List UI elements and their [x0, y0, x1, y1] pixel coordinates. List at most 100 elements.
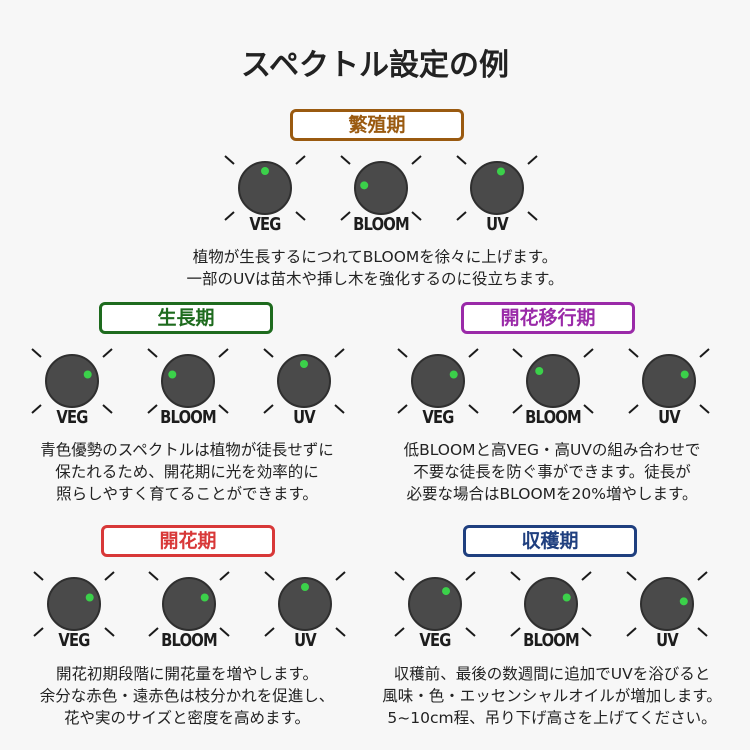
- knob-body: [524, 577, 578, 631]
- knob-body: [354, 161, 408, 215]
- light-ray: [512, 404, 523, 414]
- knob-dial-icon: [263, 348, 345, 414]
- knob-veg[interactable]: VEG: [33, 571, 115, 654]
- knob-level-dot: [261, 167, 269, 175]
- knob-uv[interactable]: UV: [263, 348, 345, 431]
- knob-dial-icon: [510, 571, 592, 637]
- knob-dial-icon: [31, 348, 113, 414]
- knob-dial-icon: [264, 571, 346, 637]
- knob-bloom[interactable]: BLOOM: [510, 571, 592, 654]
- description-line: 風味・色・エッセンシャルオイルが増加します。: [382, 687, 722, 705]
- stage-description: 低BLOOMと高VEG・高UVの組み合わせで不要な徒長を防ぐ事ができます。徒長が…: [352, 439, 750, 505]
- stage-badge-harvest: 収穫期: [463, 525, 637, 557]
- knob-label: VEG: [419, 630, 451, 651]
- description-line: 花や実のサイズと密度を高めます。: [64, 709, 310, 727]
- light-ray: [411, 155, 422, 165]
- knob-label: BLOOM: [525, 407, 582, 428]
- description-line: 植物が生長するにつれてBLOOMを徐々に上げます。: [192, 248, 558, 266]
- knob-bloom[interactable]: BLOOM: [148, 571, 230, 654]
- light-ray: [33, 627, 44, 637]
- light-ray: [263, 348, 274, 358]
- knob-bloom[interactable]: BLOOM: [147, 348, 229, 431]
- knob-body: [278, 577, 332, 631]
- knob-body: [45, 354, 99, 408]
- light-ray: [219, 571, 230, 581]
- light-ray: [583, 404, 594, 414]
- light-ray: [397, 348, 408, 358]
- light-ray: [456, 155, 467, 165]
- light-ray: [218, 348, 229, 358]
- description-line: 照らしやすく育てることができます。: [56, 485, 318, 503]
- knob-label: VEG: [249, 214, 281, 235]
- knob-bloom[interactable]: BLOOM: [512, 348, 594, 431]
- light-ray: [295, 155, 306, 165]
- knob-body: [408, 577, 462, 631]
- knob-dial-icon: [397, 348, 479, 414]
- light-ray: [224, 155, 235, 165]
- description-line: 保たれるため、開花期に光を効率的に: [55, 463, 319, 481]
- light-ray: [626, 571, 637, 581]
- light-ray: [699, 348, 710, 358]
- light-ray: [581, 627, 592, 637]
- knob-body: [277, 354, 331, 408]
- light-ray: [335, 571, 346, 581]
- knob-body: [47, 577, 101, 631]
- light-ray: [33, 571, 44, 581]
- light-ray: [263, 404, 274, 414]
- light-ray: [527, 155, 538, 165]
- knob-label: BLOOM: [160, 407, 217, 428]
- stage-badge-transition: 開花移行期: [461, 302, 635, 334]
- light-ray: [626, 627, 637, 637]
- light-ray: [468, 404, 479, 414]
- description-line: 低BLOOMと高VEG・高UVの組み合わせで: [403, 441, 701, 459]
- description-line: 一部のUVは苗木や挿し木を強化するのに役立ちます。: [186, 270, 564, 288]
- light-ray: [31, 404, 42, 414]
- light-ray: [218, 404, 229, 414]
- knob-uv[interactable]: UV: [456, 155, 538, 238]
- knob-veg[interactable]: VEG: [394, 571, 476, 654]
- knob-level-dot: [300, 360, 308, 368]
- knob-level-dot: [168, 370, 177, 379]
- knob-uv[interactable]: UV: [626, 571, 708, 654]
- knob-level-dot: [301, 583, 309, 591]
- knob-body: [162, 577, 216, 631]
- knob-label: BLOOM: [523, 630, 580, 651]
- description-line: 必要な場合はBLOOMを20%増やします。: [406, 485, 698, 503]
- light-ray: [334, 348, 345, 358]
- knob-level-dot: [496, 167, 505, 176]
- light-ray: [104, 627, 115, 637]
- stage-description: 収穫前、最後の数週間に追加でUVを浴びると風味・色・エッセンシャルオイルが増加し…: [352, 663, 750, 729]
- light-ray: [102, 348, 113, 358]
- description-line: 開花初期段階に開花量を増やします。: [56, 665, 318, 683]
- knob-body: [470, 161, 524, 215]
- light-ray: [147, 404, 158, 414]
- light-ray: [104, 571, 115, 581]
- knob-veg[interactable]: VEG: [31, 348, 113, 431]
- knob-bloom[interactable]: BLOOM: [340, 155, 422, 238]
- light-ray: [468, 348, 479, 358]
- knob-label: VEG: [56, 407, 88, 428]
- light-ray: [224, 211, 235, 221]
- knob-veg[interactable]: VEG: [397, 348, 479, 431]
- knob-body: [526, 354, 580, 408]
- description-line: 青色優勢のスペクトルは植物が徒長せずに: [40, 441, 334, 459]
- light-ray: [148, 571, 159, 581]
- light-ray: [628, 404, 639, 414]
- knob-uv[interactable]: UV: [628, 348, 710, 431]
- light-ray: [628, 348, 639, 358]
- knob-veg[interactable]: VEG: [224, 155, 306, 238]
- knob-level-dot: [535, 367, 544, 376]
- knob-level-dot: [679, 597, 688, 606]
- knob-uv[interactable]: UV: [264, 571, 346, 654]
- description-line: 余分な赤色・遠赤色は枝分かれを促進し、: [39, 687, 335, 705]
- knob-level-dot: [442, 587, 451, 596]
- knob-label: UV: [486, 214, 509, 235]
- description-line: 不要な徒長を防ぐ事ができます。徒長が: [413, 463, 691, 481]
- light-ray: [465, 571, 476, 581]
- light-ray: [465, 627, 476, 637]
- light-ray: [699, 404, 710, 414]
- description-line: 5~10cm程、吊り下げ高さを上げてください。: [387, 709, 717, 727]
- knob-label: VEG: [58, 630, 90, 651]
- knob-level-dot: [360, 181, 369, 190]
- knob-level-dot: [83, 370, 92, 379]
